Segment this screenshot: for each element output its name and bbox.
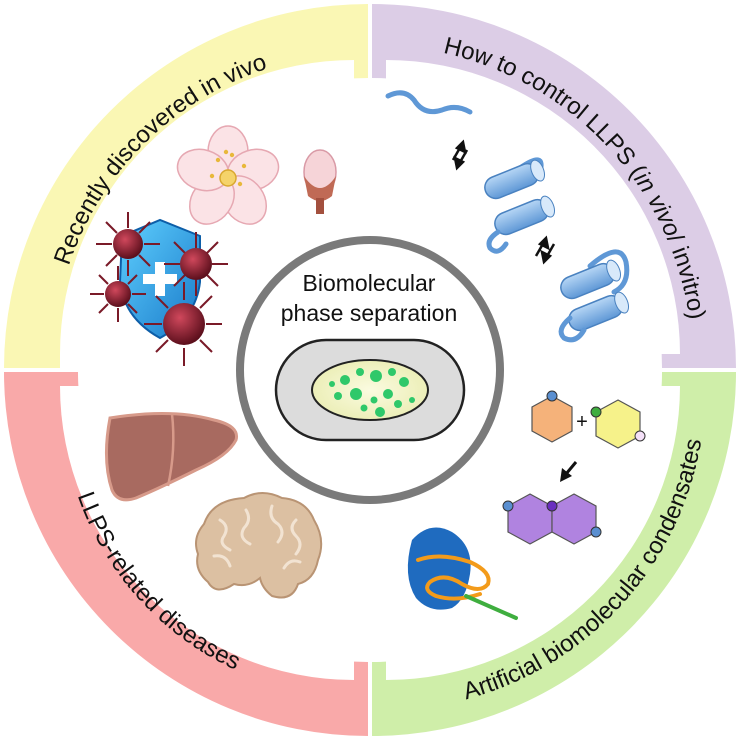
hexagon-monomer-icon [590, 399, 646, 449]
helix-dimer-icon [484, 157, 556, 254]
virus-particles [90, 212, 228, 366]
droplet [409, 397, 415, 403]
plus-sign: + [576, 411, 588, 433]
cell-inner-icon [311, 359, 429, 421]
virus-icon [96, 212, 160, 276]
equilibrium-arrows-icon [451, 139, 469, 171]
plus-sign-icon [143, 262, 177, 296]
droplet [394, 400, 402, 408]
helix-dimer-icon [558, 249, 630, 343]
protein-rna-complex-icon [407, 527, 518, 620]
droplet [375, 407, 385, 417]
liver-icon [104, 411, 239, 502]
hexagon-monomer-icon [531, 390, 573, 443]
droplet [329, 381, 335, 387]
center-title-line1: Biomolecular [302, 270, 436, 296]
droplet [350, 388, 362, 400]
virus-icon [164, 232, 228, 296]
droplets [329, 368, 415, 417]
droplet [383, 389, 393, 399]
droplet [399, 377, 409, 387]
brain-icon [195, 492, 323, 599]
virus-icon [144, 282, 222, 366]
droplet [360, 404, 368, 412]
ring-top-left [4, 4, 368, 368]
reaction-arrow-icon [560, 461, 578, 482]
flower-icon [176, 125, 280, 225]
hexagon-dimer-icon [502, 493, 602, 545]
flower-bud-icon [303, 149, 337, 214]
disordered-protein-icon [385, 90, 473, 115]
droplet [334, 392, 342, 400]
droplet [370, 370, 382, 382]
virus-icon [90, 266, 146, 322]
center-title: Biomolecular phase separation [269, 268, 469, 328]
ring-bottom-right [372, 372, 736, 736]
center-emblem [236, 236, 504, 504]
droplet [370, 396, 378, 404]
droplet [388, 368, 396, 376]
center-title-line2: phase separation [280, 300, 458, 326]
ring-bottom-left [4, 372, 368, 736]
equilibrium-arrows-icon [534, 235, 556, 265]
droplet [340, 375, 350, 385]
droplet [356, 368, 364, 376]
ring-top-right [372, 4, 736, 368]
